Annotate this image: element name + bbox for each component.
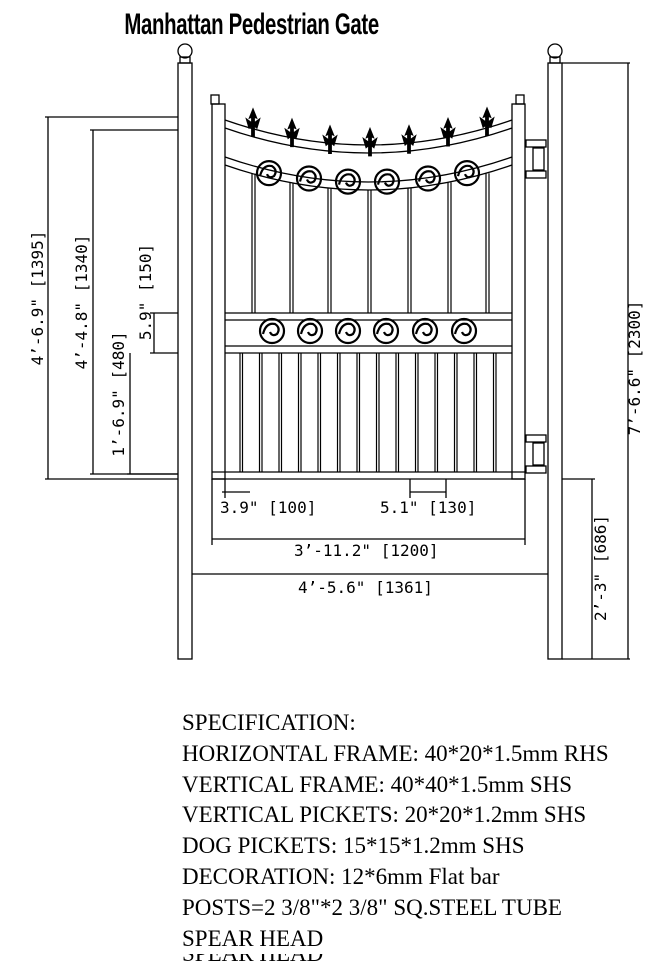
scroll-ring-middle-5 [450,317,478,345]
dim-width-100: 3.9" [100] [220,498,316,517]
spear-head-1 [284,117,300,148]
scroll-curl-middle-1 [299,322,318,337]
hinge-bottom [525,434,547,474]
scroll-curl-middle-5 [453,322,472,337]
scroll-decorations [255,160,481,345]
scroll-ring-middle-1 [296,317,324,345]
scroll-curl-upper-1 [298,170,317,184]
spear-head-6 [479,106,495,136]
dim-width-1361: 4’-5.6" [1361] [298,578,433,597]
spec-line-spear-head: SPEAR HEAD [182,925,324,951]
spec-line-cut-text: SPEAR HEAD [182,954,652,965]
spear-head-4 [401,124,417,154]
scroll-ring-middle-2 [334,317,362,345]
spec-line-cut: SPEAR HEAD [182,954,652,966]
right-post [547,43,563,660]
dimension-lines [47,63,629,659]
scroll-ring-upper-0 [255,160,283,187]
scroll-ring-upper-3 [373,168,401,195]
scroll-curl-upper-2 [337,173,356,187]
spear-head-3 [362,126,378,157]
scroll-ring-middle-0 [258,317,286,345]
scroll-ring-upper-4 [414,165,442,192]
dim-width-130: 5.1" [130] [380,498,476,517]
spear-head-5 [440,116,456,147]
dim-height-1395: 4’-6.9" [1395] [28,231,47,366]
spec-line-posts: POSTS=2 3/8"*2 3/8" SQ.STEEL TUBE [182,894,562,920]
scroll-ring-upper-5 [453,160,481,187]
spear-head-2 [322,124,338,154]
scroll-ring-middle-3 [372,317,400,345]
dim-height-2300: 7’-6.6" [2300] [625,301,644,436]
dim-height-480: 1’-6.9" [480] [109,331,128,456]
spear-heads [245,106,495,157]
gate-drawing: 4’-6.9" [1395] 4’-4.8" [1340] 5.9" [150]… [28,43,644,660]
scroll-curl-middle-2 [337,322,356,337]
scroll-ring-middle-4 [411,317,439,345]
scroll-curl-upper-5 [456,164,475,179]
spec-line-vertical-frame: VERTICAL FRAME: 40*40*1.5mm SHS [182,771,573,797]
scroll-curl-upper-3 [376,173,395,187]
hinge-top [525,139,547,179]
scroll-curl-middle-0 [261,322,280,337]
spec-line-vertical-pickets: VERTICAL PICKETS: 20*20*1.2mm SHS [182,802,587,828]
spec-line-decoration: DECORATION: 12*6mm Flat bar [182,863,500,889]
spec-heading: SPECIFICATION: [182,710,356,735]
scroll-curl-middle-4 [414,322,433,337]
extension-lines [45,62,630,660]
specification-block: SPECIFICATION: HORIZONTAL FRAME: 40*20*1… [182,708,652,966]
dim-height-150: 5.9" [150] [136,244,155,340]
drawing-title: Manhattan Pedestrian Gate [124,8,379,41]
scroll-curl-middle-3 [375,322,394,337]
left-post [177,43,193,660]
scroll-ring-upper-2 [334,168,362,195]
dim-height-686: 2’-3" [686] [591,515,610,621]
spear-head-0 [245,107,261,137]
spec-line-horizontal-frame: HORIZONTAL FRAME: 40*20*1.5mm RHS [182,740,609,766]
scroll-curl-upper-0 [258,164,277,179]
spec-line-dog-pickets: DOG PICKETS: 15*15*1.2mm SHS [182,833,525,859]
dim-width-1200: 3’-11.2" [1200] [294,541,439,560]
scroll-ring-upper-1 [295,165,323,192]
pickets [239,173,497,472]
dim-height-1340: 4’-4.8" [1340] [72,235,91,370]
scroll-curl-upper-4 [417,170,436,184]
